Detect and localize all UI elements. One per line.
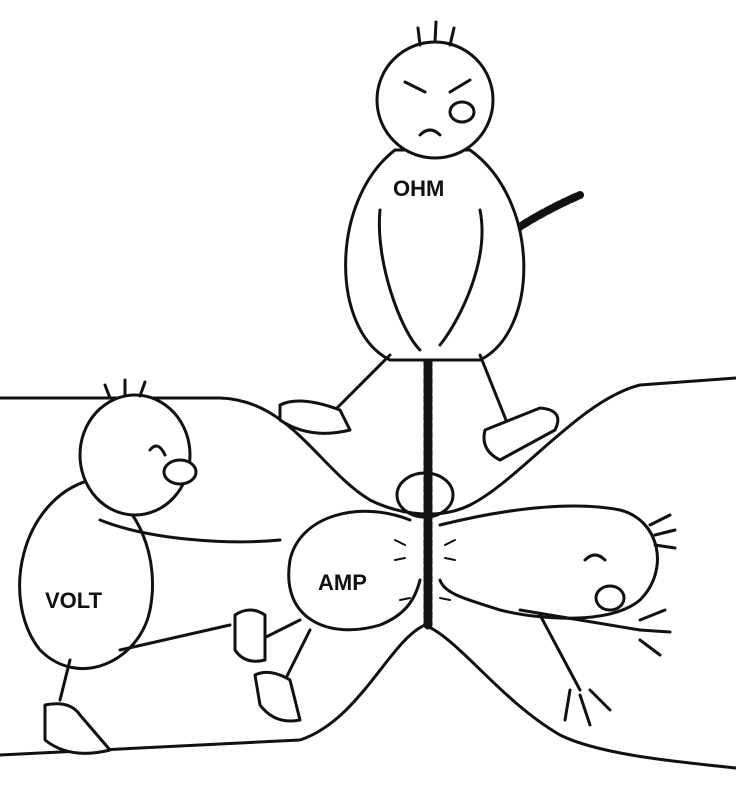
amp-hair xyxy=(648,513,677,550)
volt-arm xyxy=(98,518,282,544)
volt-shoe xyxy=(43,702,112,755)
ohm-mouth xyxy=(448,100,476,124)
amp-shoe-upper xyxy=(233,608,267,663)
rope-knot xyxy=(395,471,455,519)
volt-leg-back xyxy=(58,658,72,702)
pipe-bottom-wall xyxy=(0,623,736,770)
ohm-brows xyxy=(403,78,472,94)
amp-label: AMP xyxy=(318,570,367,595)
volt-hair xyxy=(103,378,147,400)
ohm-leg-left xyxy=(328,353,392,417)
volt-character: VOLT xyxy=(18,378,282,755)
amp-arm-upper xyxy=(518,608,642,632)
ohm-shoe-left xyxy=(278,399,352,435)
strain-marks xyxy=(394,539,456,601)
amp-hand-upper xyxy=(638,608,672,657)
volt-eye xyxy=(148,444,167,457)
ohm-shoe-right xyxy=(482,406,560,462)
ohm-body xyxy=(344,148,526,362)
ohm-head xyxy=(375,40,495,160)
ohm-label: OHM xyxy=(393,176,444,201)
amp-arm-lower xyxy=(538,613,582,692)
ohm-arm-right xyxy=(438,208,484,347)
ohm-arm-left xyxy=(377,208,422,352)
ohm-character: OHM xyxy=(278,20,560,462)
amp-body-left xyxy=(287,509,422,632)
ohm-frown xyxy=(418,128,442,137)
amp-character: AMP xyxy=(233,504,677,727)
ohm-hair xyxy=(416,20,456,47)
amp-nose xyxy=(594,584,626,612)
ohm-leg-right xyxy=(478,353,512,432)
pipe-top-wall xyxy=(0,376,736,516)
pipe xyxy=(0,376,736,770)
volt-head xyxy=(78,393,192,517)
volt-label: VOLT xyxy=(45,588,103,613)
volt-leg-front xyxy=(118,623,232,652)
volt-nose xyxy=(162,458,198,486)
amp-shoe-lower xyxy=(253,670,302,723)
amp-hand-lower xyxy=(563,688,612,727)
amp-eye xyxy=(583,553,607,562)
